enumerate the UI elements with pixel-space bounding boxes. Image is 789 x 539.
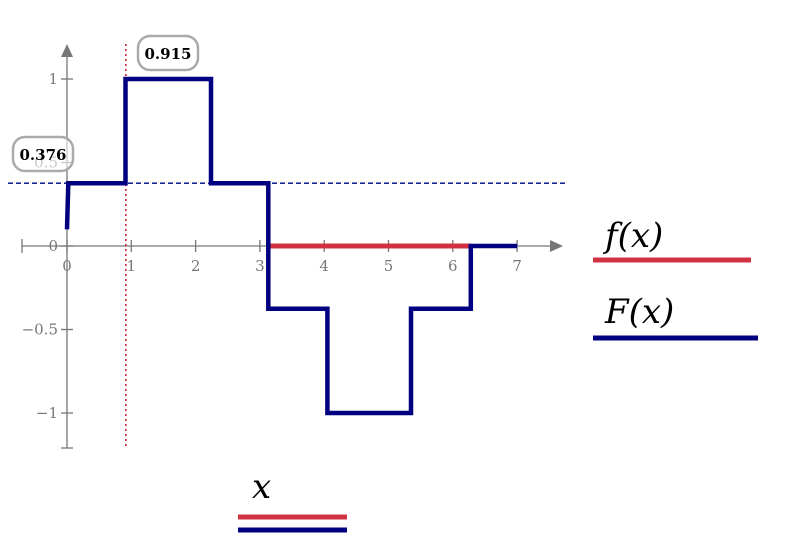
x-tick-label: 2 — [191, 257, 201, 275]
x-tick-label: 1 — [127, 257, 137, 275]
x-tick-label: 7 — [512, 257, 522, 275]
legend-label-F: F(x) — [604, 292, 674, 332]
y-axis-arrow — [61, 44, 73, 57]
series-line-F — [64, 76, 518, 416]
y-tick-label: −0.5 — [22, 321, 58, 339]
series — [64, 76, 518, 416]
x-tick-label: 4 — [319, 257, 329, 275]
x-tick-label: 6 — [448, 257, 458, 275]
y-tick-label: 0 — [48, 237, 58, 255]
x-tick-label: 5 — [384, 257, 394, 275]
horizontal-cursor-callout-box[interactable] — [11, 135, 75, 173]
y-tick-label: 1 — [48, 70, 58, 88]
vertical-cursor-value: 0.915 — [145, 45, 192, 63]
x-axis-arrow — [550, 240, 563, 252]
vertical-cursor-callout-box[interactable] — [136, 34, 200, 72]
cursor-callouts[interactable]: 0.915 0.376 — [11, 34, 200, 173]
legend-label-f: f(x) — [602, 216, 663, 256]
legend: f(x) F(x) x — [238, 216, 758, 533]
y-tick-label: −1 — [36, 404, 58, 422]
x-tick-label: 0 — [62, 257, 72, 275]
x-tick-label: 3 — [255, 257, 265, 275]
x-axis-variable-label: x — [252, 467, 271, 507]
horizontal-cursor-value: 0.376 — [20, 146, 67, 164]
